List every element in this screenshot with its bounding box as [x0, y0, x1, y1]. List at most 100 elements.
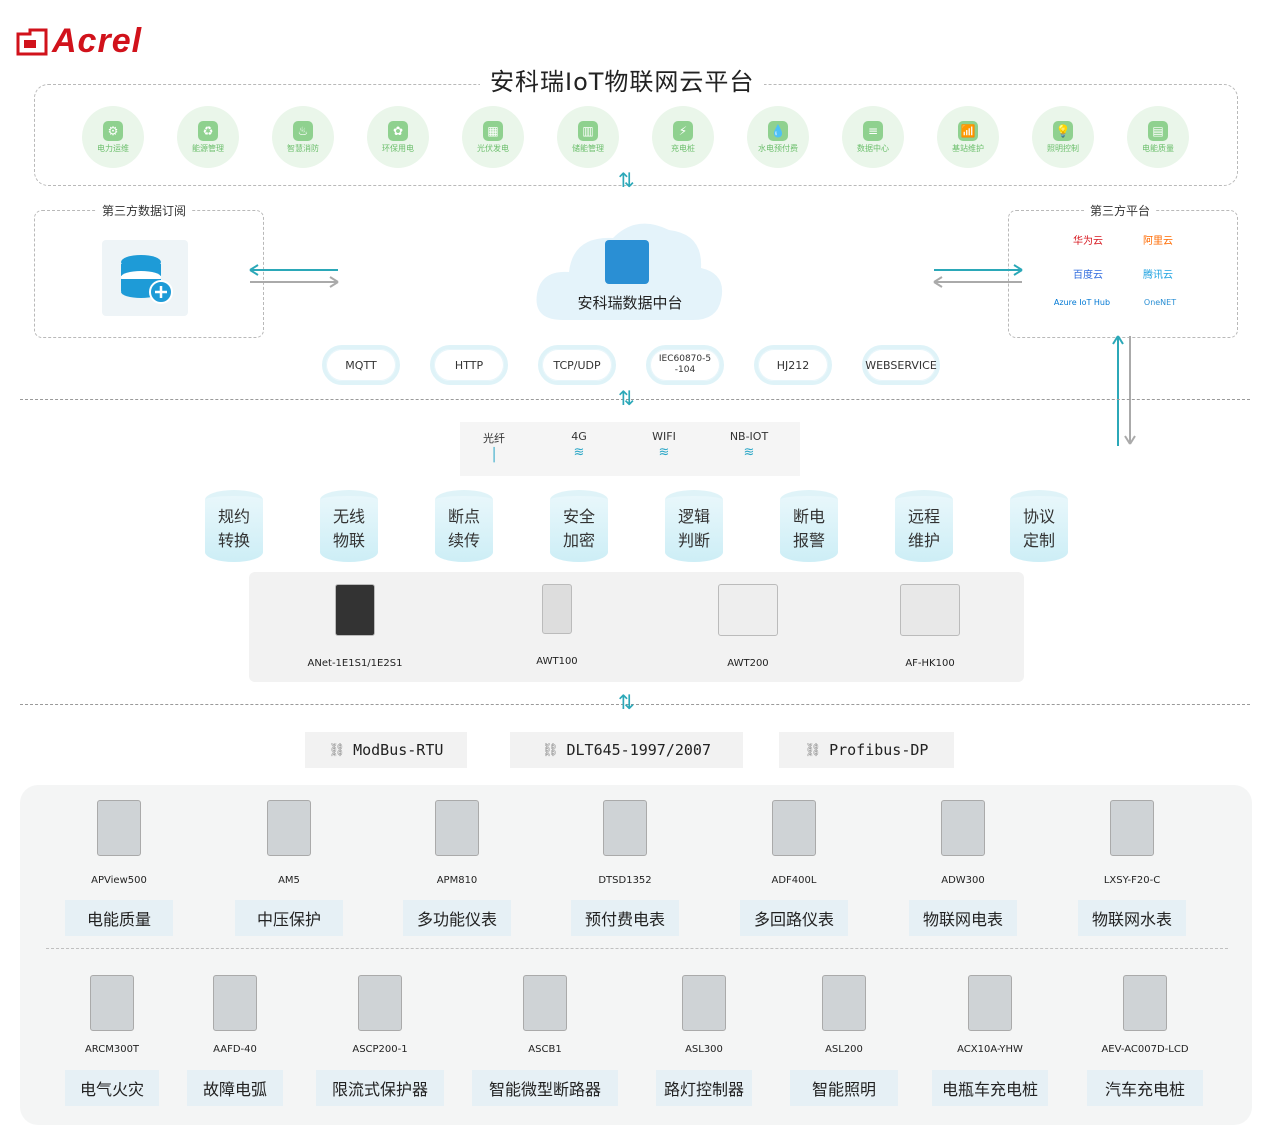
function-line-2: 定制 — [1022, 531, 1055, 550]
gateway-0: ANet-1E1S1/1E2S1 — [295, 584, 415, 669]
device-category: 预付费电表 — [571, 900, 679, 936]
module-label: 基站维护 — [952, 143, 984, 153]
module-icon: ≡ — [863, 120, 883, 141]
third-party-platform-title: 第三方平台 — [1084, 202, 1157, 219]
field-protocol-label: ModBus-RTU — [353, 741, 444, 759]
function-line-2: 报警 — [792, 531, 825, 550]
module-label: 照明控制 — [1047, 143, 1079, 153]
module-icon: ♨ — [293, 120, 313, 141]
device-model: APM810 — [436, 875, 478, 886]
module-5[interactable]: ▥储能管理 — [557, 106, 619, 168]
platform-0: 华为云 — [1073, 236, 1103, 247]
module-icon: ▤ — [1148, 120, 1168, 141]
device-model: AAFD-40 — [213, 1044, 257, 1055]
platform-title: 安科瑞IoT物联网云平台 — [480, 62, 765, 97]
brand-name: Acrel — [52, 22, 143, 60]
fiber-icon: │ — [490, 448, 498, 463]
module-0[interactable]: ⚙ 电力运维 — [82, 106, 144, 168]
gateway-image — [542, 584, 572, 634]
gateway-image — [718, 584, 778, 636]
device-image — [603, 800, 647, 856]
device-category: 物联网水表 — [1078, 900, 1186, 936]
protocol-1: HTTP — [430, 345, 508, 385]
module-1[interactable]: ♻能源管理 — [177, 106, 239, 168]
module-3[interactable]: ✿环保用电 — [367, 106, 429, 168]
function-line-2: 续传 — [447, 531, 480, 550]
module-9[interactable]: 📶 基站维护 — [937, 106, 999, 168]
comm-panel — [460, 422, 800, 476]
device-model: ADW300 — [941, 875, 985, 886]
device-model: ASL200 — [825, 1044, 863, 1055]
protocol-4: HJ212 — [754, 345, 832, 385]
module-icon: ⚡ — [673, 120, 693, 141]
function-2: 断点续传 — [435, 490, 493, 562]
link-icon: ⛓ — [541, 742, 559, 758]
module-8[interactable]: ≡数据中心 — [842, 106, 904, 168]
wifi-icon: ≋ — [743, 445, 755, 460]
function-line-1: 逻辑 — [677, 507, 710, 526]
function-line-1: 远程 — [907, 507, 940, 526]
divider-1 — [20, 399, 1250, 400]
function-5: 断电报警 — [780, 490, 838, 562]
device-category: 限流式保护器 — [316, 1070, 444, 1106]
up-down-arrow-1: ⇅ — [618, 168, 635, 192]
data-center-cloud: 安科瑞数据中台 — [533, 212, 727, 324]
module-icon: ⚙ — [103, 120, 123, 141]
module-icon: 💡 — [1053, 120, 1073, 141]
device-model: APView500 — [91, 875, 147, 886]
module-11[interactable]: ▤电能质量 — [1127, 106, 1189, 168]
database-add-icon — [102, 240, 188, 316]
device-image — [968, 975, 1012, 1031]
function-line-1: 无线 — [332, 507, 365, 526]
module-4[interactable]: ▦光伏发电 — [462, 106, 524, 168]
module-icon: ♻ — [198, 120, 218, 141]
function-label: 断电报警 — [793, 505, 825, 553]
gateway-1: AWT100 — [497, 584, 617, 667]
protocol-2: TCP/UDP — [538, 345, 616, 385]
up-down-arrow-2: ⇅ — [618, 386, 635, 410]
third-party-subscribe-title: 第三方数据订阅 — [96, 202, 193, 219]
function-line-2: 加密 — [562, 531, 595, 550]
device-image — [523, 975, 567, 1031]
function-6: 远程维护 — [895, 490, 953, 562]
vertical-arrow-right — [1110, 332, 1140, 452]
platform-3: 腾讯云 — [1143, 270, 1173, 281]
device-model: ADF400L — [771, 875, 817, 886]
module-label: 电力运维 — [97, 143, 129, 153]
acrel-logo: Acrel — [16, 22, 142, 61]
device-category: 智能照明 — [790, 1070, 898, 1106]
platform-2: 百度云 — [1073, 270, 1103, 281]
comm-label: NB-IOT — [729, 430, 769, 443]
function-line-1: 协议 — [1022, 507, 1055, 526]
field-protocol-0: ⛓ModBus-RTU — [305, 732, 467, 768]
module-icon: 📶 — [958, 120, 978, 141]
function-label: 规约转换 — [218, 505, 250, 553]
device-image — [358, 975, 402, 1031]
device-image — [90, 975, 134, 1031]
device-category: 路灯控制器 — [656, 1070, 752, 1106]
device-model: ARCM300T — [84, 1044, 140, 1055]
protocol-5: WEBSERVICE — [862, 345, 940, 385]
platform-4: Azure IoT Hub — [1053, 298, 1111, 307]
device-model: ASL300 — [685, 1044, 723, 1055]
gateway-model: AWT200 — [727, 658, 769, 669]
module-7[interactable]: 💧水电预付费 — [747, 106, 809, 168]
module-10[interactable]: 💡 照明控制 — [1032, 106, 1094, 168]
module-6[interactable]: ⚡ 充电桩 — [652, 106, 714, 168]
protocol-0: MQTT — [322, 345, 400, 385]
up-down-arrow-3: ⇅ — [618, 690, 635, 714]
module-label: 智慧消防 — [287, 143, 319, 153]
device-model: LXSY-F20-C — [1103, 875, 1161, 886]
module-icon: ▥ — [578, 120, 598, 141]
function-7: 协议定制 — [1010, 490, 1068, 562]
device-category: 电能质量 — [65, 900, 173, 936]
device-category: 多回路仪表 — [740, 900, 848, 936]
function-line-1: 断电 — [792, 507, 825, 526]
gateway-panel — [249, 572, 1024, 682]
device-image — [267, 800, 311, 856]
function-label: 逻辑判断 — [678, 505, 710, 553]
module-label: 充电桩 — [671, 143, 695, 153]
module-2[interactable]: ♨ 智慧消防 — [272, 106, 334, 168]
device-image — [941, 800, 985, 856]
acrel-logo-icon — [16, 28, 48, 55]
